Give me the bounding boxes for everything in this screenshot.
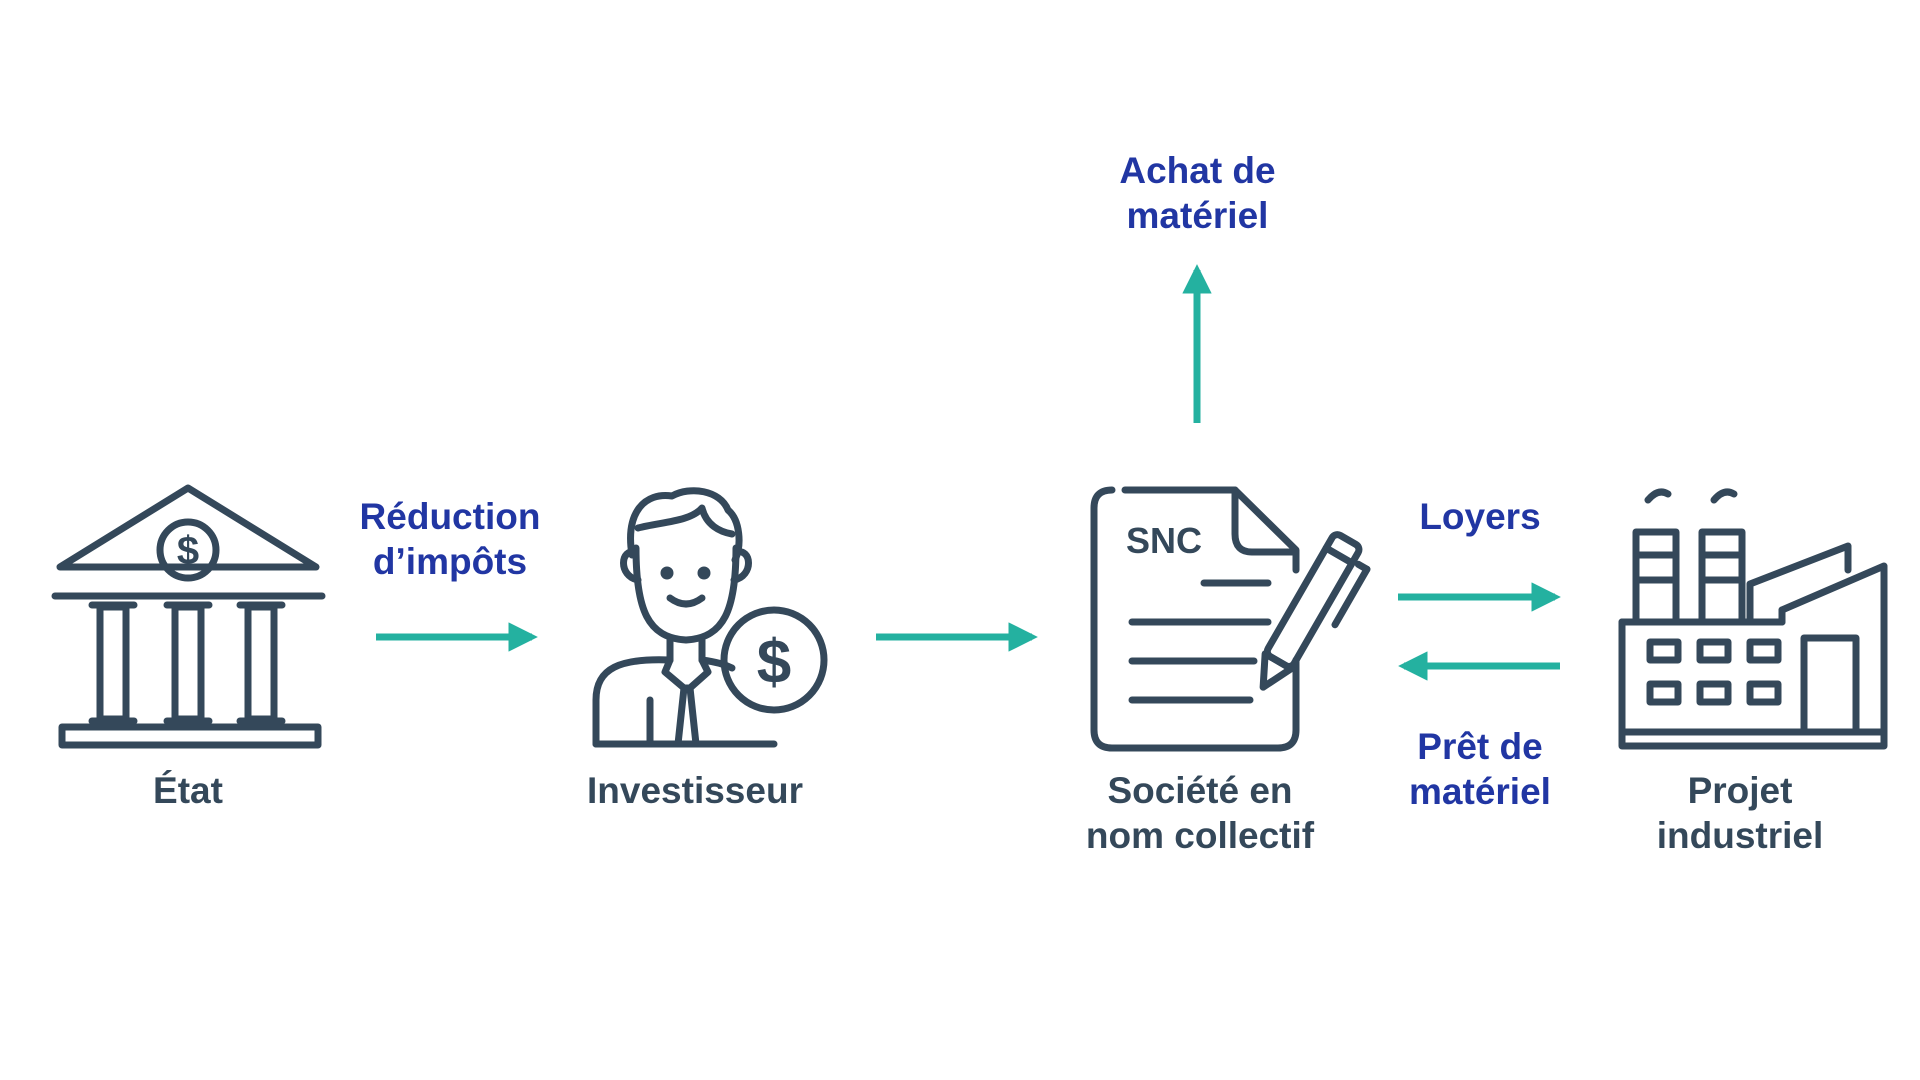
node-label-etat: État: [153, 770, 223, 811]
contract-document-icon: [1090, 486, 1371, 752]
node-label-snc: Société en nom collectif: [1085, 770, 1315, 856]
flow-label-loyers: Loyers: [1419, 496, 1541, 537]
dollar-sign-icon: $: [177, 529, 199, 573]
node-label-investisseur: Investisseur: [587, 770, 803, 811]
factory-icon: [1618, 488, 1888, 750]
flow-label-reduction: Réduction d’impôts: [359, 496, 541, 582]
investor-icon: [592, 487, 828, 748]
bank-icon: [51, 484, 326, 749]
flow-label-achat: Achat de matériel: [1119, 150, 1276, 236]
flow-label-pret: Prêt de matériel: [1409, 726, 1551, 812]
snc-document-text: SNC: [1126, 520, 1202, 561]
node-label-projet: Projet industriel: [1656, 770, 1824, 856]
dollar-sign-icon: $: [757, 628, 791, 697]
